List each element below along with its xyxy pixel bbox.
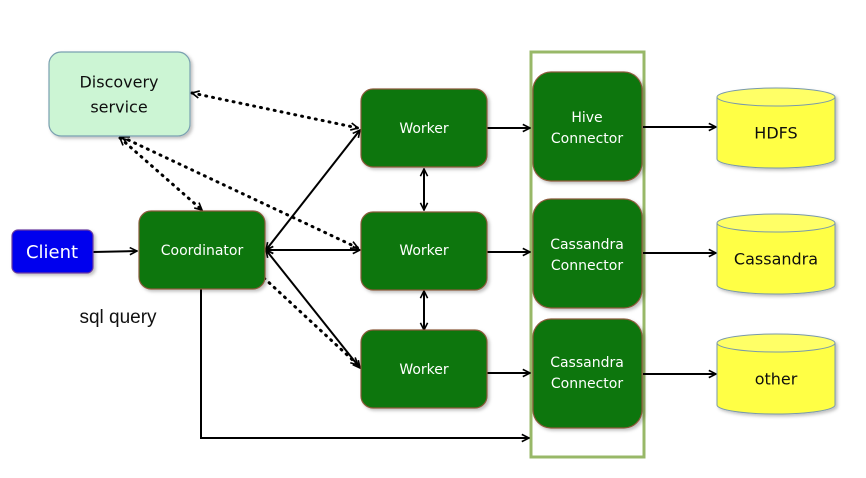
coordinator-node[interactable]: Coordinator (138, 210, 266, 290)
discovery-label-line2: service (90, 98, 147, 117)
connector-2-label-line2: Connector (551, 258, 623, 274)
coordinator-label: Coordinator (161, 243, 244, 259)
connector-3-label-line1: Cassandra (550, 355, 624, 371)
edge-client-coordinator (92, 251, 137, 252)
connector-1-label-line1: Hive (571, 110, 602, 126)
connector-3-label-line2: Connector (551, 376, 623, 392)
edge-coordinator-worker1 (266, 130, 360, 250)
storage-other-label: other (755, 370, 798, 389)
storage-cassandra-label: Cassandra (734, 250, 818, 269)
worker-1-label: Worker (399, 121, 449, 137)
storage-hdfs[interactable]: HDFS (716, 87, 836, 169)
cassandra-connector-node-1[interactable]: Cassandra Connector (532, 198, 643, 309)
edge-coordinator-connector-group (200, 289, 529, 438)
edge-discovery-worker1 (192, 93, 358, 128)
connector-2-label-line1: Cassandra (550, 237, 624, 253)
edge-coordinator-worker3-dotted (262, 276, 360, 367)
worker-3-label: Worker (399, 362, 449, 378)
worker-node-3[interactable]: Worker (360, 329, 488, 409)
worker-node-1[interactable]: Worker (360, 88, 488, 168)
sql-query-annotation: sql query (79, 307, 157, 328)
storage-cassandra[interactable]: Cassandra (716, 213, 836, 295)
discovery-label-line1: Discovery (79, 73, 158, 92)
worker-node-2[interactable]: Worker (360, 211, 488, 291)
client-label: Client (26, 242, 78, 263)
solid-edges (92, 127, 716, 438)
cassandra-connector-node-2[interactable]: Cassandra Connector (532, 318, 643, 429)
hive-connector-node[interactable]: Hive Connector (532, 71, 643, 182)
connector-group (529, 50, 646, 459)
client-node[interactable]: Client (11, 229, 94, 274)
storage-other[interactable]: other (716, 333, 836, 415)
worker-2-label: Worker (399, 243, 449, 259)
edge-coordinator-worker3 (266, 250, 360, 368)
connector-1-label-line2: Connector (551, 131, 623, 147)
storage-hdfs-label: HDFS (754, 124, 797, 143)
edge-discovery-coordinator (118, 136, 204, 212)
discovery-service-node[interactable]: Discovery service (48, 51, 191, 137)
